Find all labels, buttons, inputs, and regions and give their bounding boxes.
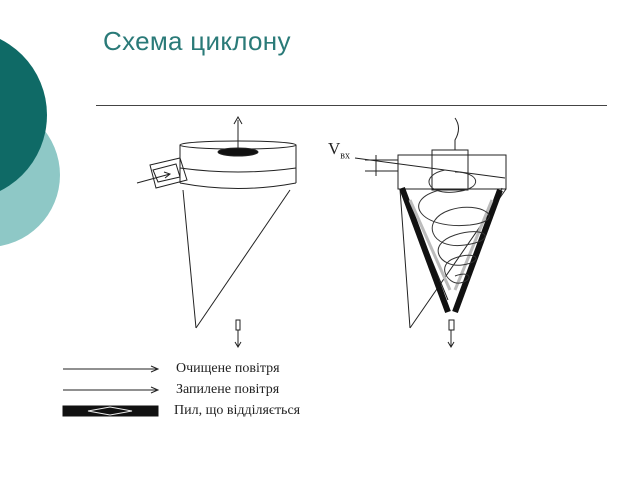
legend-arrowhead-dusty-air <box>150 386 160 394</box>
right-central-pipe <box>431 149 469 191</box>
slide-title: Схема циклону <box>103 26 291 56</box>
right-dust-band-right <box>452 188 503 314</box>
left-cylinder-band <box>179 167 297 173</box>
legend-arrowhead-clean-air <box>150 365 160 373</box>
decorative-circles <box>0 38 60 246</box>
legend-label-dust: Пил, що відділяється <box>174 403 301 418</box>
right-dust-band-left <box>399 186 451 314</box>
legend-lines <box>62 365 160 417</box>
velocity-subscript: вх <box>340 150 351 162</box>
left-dust-outlet <box>235 319 241 331</box>
right-inner-vortex <box>428 169 477 193</box>
right-vortex-spiral <box>418 189 490 284</box>
left-inlet-box <box>149 157 188 189</box>
right-inlet-flow <box>354 157 506 179</box>
left-outlet-arrowhead <box>233 115 243 125</box>
legend-label-clean-air: Очищене повітря <box>176 361 280 376</box>
left-dust-arrowhead <box>234 341 242 348</box>
left-inlet-flow <box>136 173 171 184</box>
right-dust-arrowhead <box>447 341 455 348</box>
velocity-symbol: V <box>328 139 341 158</box>
legend-label-dusty-air: Запилене повітря <box>176 382 280 397</box>
dark-teal-circle <box>0 38 47 192</box>
legend-band-dust <box>62 405 159 417</box>
right-cone-left <box>399 188 411 329</box>
right-dust-shadow-left <box>408 199 452 291</box>
inlet-velocity-label: Vвх <box>328 139 350 161</box>
left-outlet-pipe <box>217 147 259 157</box>
title-divider <box>96 105 607 106</box>
right-dust-shadow-right <box>453 199 494 291</box>
left-cyclone <box>136 115 297 348</box>
right-outlet-flow <box>454 117 459 150</box>
left-cone-left <box>182 189 197 329</box>
left-cylinder-bottom <box>179 182 297 189</box>
right-cyclone <box>354 117 507 348</box>
right-dust-outlet <box>448 319 455 331</box>
legend-band-mark <box>87 406 133 416</box>
left-inlet-arrowhead <box>163 171 172 179</box>
left-cone-right <box>195 189 291 329</box>
right-cylinder <box>397 154 507 190</box>
